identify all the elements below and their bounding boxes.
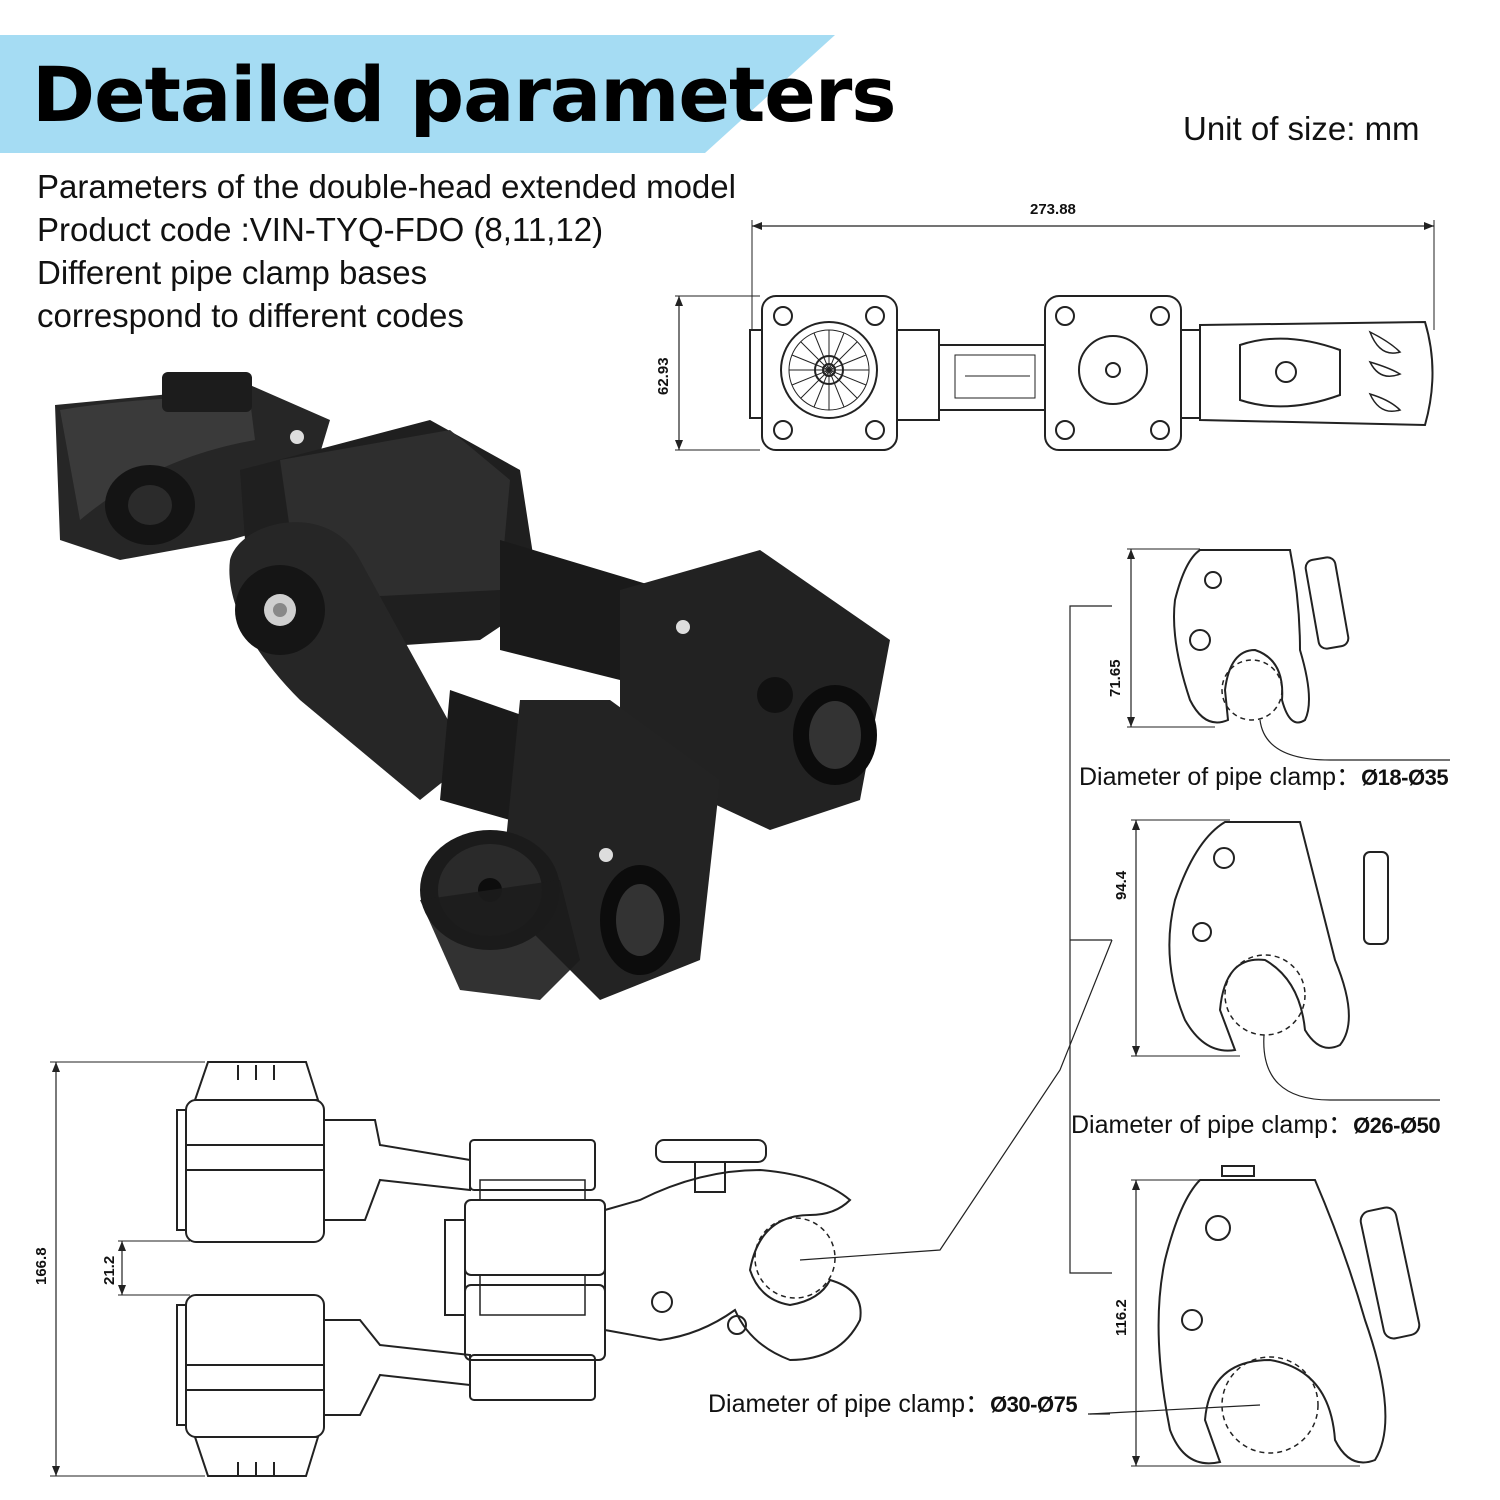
- dim-clamp-large: 116.2: [1113, 1299, 1130, 1336]
- unit-label: Unit of size: mm: [1183, 110, 1420, 147]
- title-banner: [0, 35, 835, 153]
- dim-clamp-small: 71.65: [1107, 659, 1124, 697]
- top-view-drawing: [675, 220, 1435, 451]
- clamp-medium-drawing: [1131, 819, 1440, 1101]
- clamp-large-drawing: [1089, 1165, 1421, 1467]
- caption-medium: Diameter of pipe clamp：Ø26-Ø50: [1071, 1105, 1441, 1141]
- caption-large-value: Ø30-Ø75: [990, 1392, 1078, 1417]
- caption-medium-label: Diameter of pipe clamp：: [1071, 1111, 1354, 1139]
- intro-line: Different pipe clamp bases: [37, 254, 428, 291]
- caption-small-label: Diameter of pipe clamp：: [1079, 763, 1362, 791]
- page-title: Detailed parameters: [32, 50, 897, 139]
- side-view-drawing: [50, 1061, 1110, 1477]
- dim-total-height: 166.8: [33, 1247, 50, 1285]
- caption-medium-value: Ø26-Ø50: [1353, 1113, 1441, 1138]
- caption-large-label: Diameter of pipe clamp：: [708, 1390, 991, 1418]
- dim-gap: 21.2: [101, 1256, 118, 1285]
- intro-text: Parameters of the double-head extended m…: [37, 165, 736, 337]
- caption-small-value: Ø18-Ø35: [1361, 765, 1449, 790]
- caption-small: Diameter of pipe clamp：Ø18-Ø35: [1079, 757, 1449, 793]
- caption-large: Diameter of pipe clamp：Ø30-Ø75: [708, 1384, 1078, 1420]
- clamp-group-bracket: [799, 605, 1113, 1274]
- product-photo: [55, 372, 890, 1000]
- dim-clamp-medium: 94.4: [1113, 870, 1130, 900]
- dim-height: 62.93: [655, 357, 672, 395]
- dim-length: 273.88: [1030, 201, 1076, 218]
- intro-line: Product code :VIN-TYQ-FDO (8,11,12): [37, 211, 604, 248]
- clamp-small-drawing: [1127, 548, 1450, 761]
- intro-line: Parameters of the double-head extended m…: [37, 168, 736, 205]
- intro-line: correspond to different codes: [37, 297, 464, 334]
